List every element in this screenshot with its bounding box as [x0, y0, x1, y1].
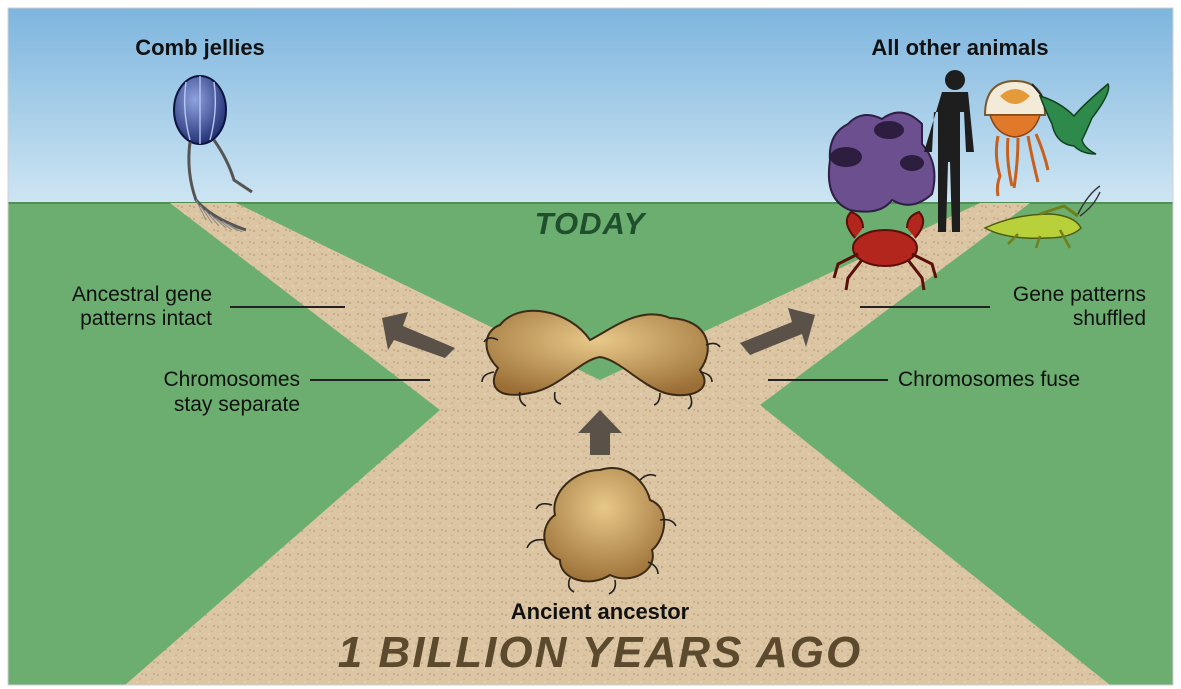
sponge-icon: [829, 113, 935, 212]
ancient-ancestor-label: Ancient ancestor: [440, 600, 760, 624]
chromosomes-fuse-label: Chromosomes fuse: [898, 368, 1080, 392]
gene-shuffled-label-line2: shuffled: [920, 307, 1146, 331]
ancestral-gene-label-line2: patterns intact: [20, 307, 212, 331]
today-label: TODAY: [480, 206, 700, 242]
chromosomes-separate-label-line1: Chromosomes: [60, 368, 300, 392]
comb-jellies-title: Comb jellies: [100, 36, 300, 60]
all-other-animals-title: All other animals: [840, 36, 1080, 60]
chromosomes-separate-label-line2: stay separate: [60, 393, 300, 417]
billion-years-ago-label: 1 BILLION YEARS AGO: [300, 628, 900, 678]
ancestral-gene-label-line1: Ancestral gene: [20, 283, 212, 307]
gene-shuffled-label-line1: Gene patterns: [920, 283, 1146, 307]
